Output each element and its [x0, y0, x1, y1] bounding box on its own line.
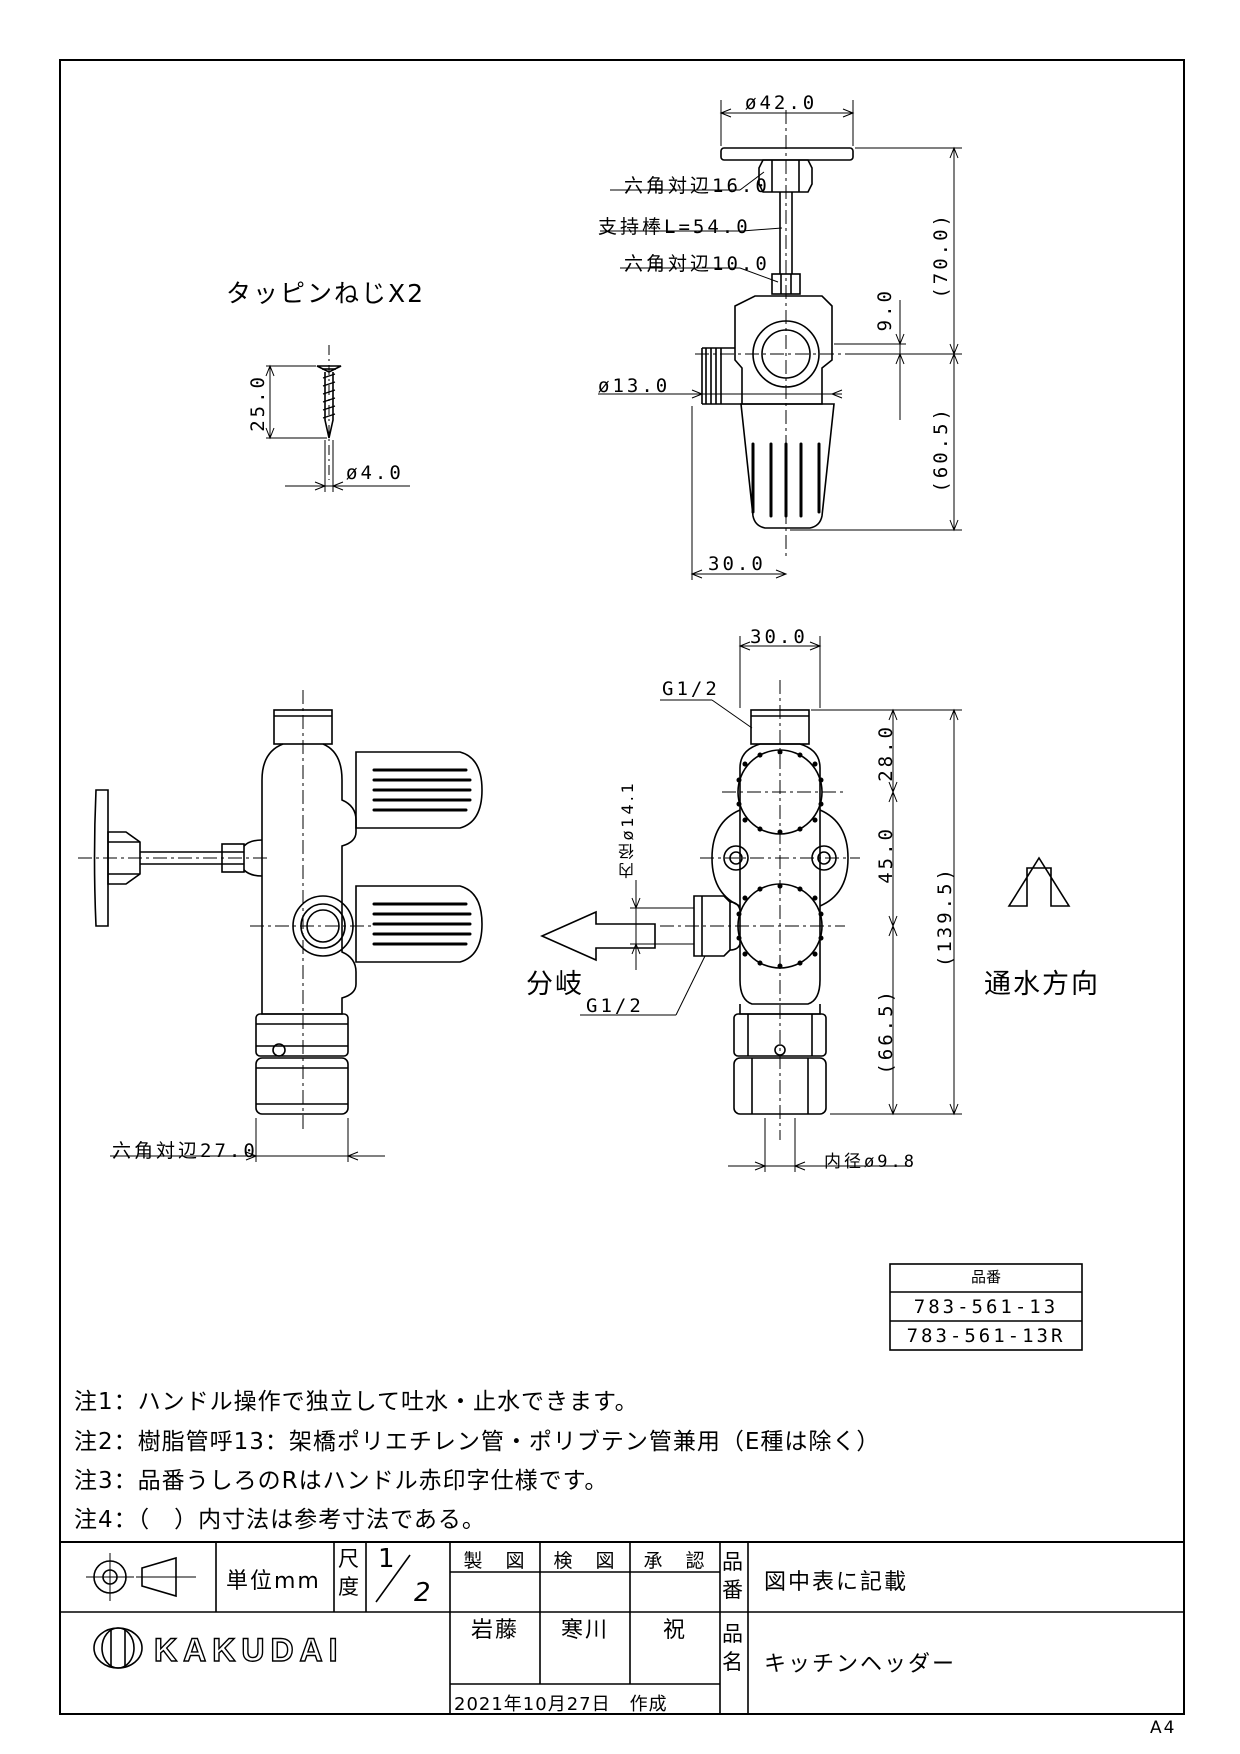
- thread-branch-label: G1/2: [586, 995, 644, 1017]
- part-table-lines: [889, 1263, 1083, 1351]
- scale-label: 尺度: [338, 1547, 361, 1599]
- front-width-dim: 30.0: [750, 626, 808, 648]
- created-date: 2021年10月27日 作成: [454, 1694, 668, 1715]
- hex-16-label: 六角対辺16.0: [624, 175, 770, 197]
- approved-label: 承 認: [643, 1550, 707, 1572]
- drawn-by: 岩藤: [470, 1618, 519, 1643]
- note-2: 注2：樹脂管呼13：架橋ポリエチレン管・ポリブテン管兼用（E種は除く）: [74, 1429, 881, 1455]
- paper-size: A4: [1150, 1718, 1177, 1738]
- title-block-lines: [60, 1541, 1184, 1714]
- front-total-dim: (139.5): [934, 866, 956, 968]
- flange-diameter-dim: ø42.0: [745, 92, 818, 114]
- front-dim-28: 28.0: [875, 724, 897, 782]
- screw-title: タッピンねじX2: [226, 279, 426, 308]
- part-no-value: 図中表に記載: [764, 1570, 909, 1595]
- part-number-1: 783-561-13: [913, 1296, 1059, 1318]
- part-number-2: 783-561-13R: [906, 1325, 1066, 1347]
- note-1: 注1：ハンドル操作で独立して吐水・止水できます。: [74, 1389, 639, 1415]
- drawn-label: 製 図: [463, 1550, 527, 1572]
- top-width-dim: 30.0: [708, 553, 766, 575]
- top-upper-dim: (70.0): [930, 212, 952, 299]
- product-name-label: 品名: [722, 1622, 745, 1674]
- part-no-label: 品番: [722, 1550, 745, 1602]
- flow-direction-label: 通水方向: [984, 969, 1100, 1000]
- note-3: 注3：品番うしろのRはハンドル赤印字仕様です。: [74, 1468, 609, 1494]
- product-name-value: キッチンヘッダー: [764, 1652, 957, 1677]
- note-4: 注4：（ ）内寸法は参考寸法である。: [74, 1507, 486, 1533]
- top-lower-dim: (60.5): [930, 406, 952, 493]
- unit-label: 単位mm: [226, 1569, 321, 1594]
- branch-label: 分岐: [526, 969, 584, 1000]
- thread-top-label: G1/2: [662, 678, 720, 700]
- rod-length-label: 支持棒L=54.0: [598, 216, 751, 238]
- approved-by: 祝: [662, 1618, 687, 1643]
- side-view-drawing: [78, 690, 483, 1162]
- front-dim-66-5: (66.5): [875, 988, 897, 1075]
- pipe-diameter-dim: ø13.0: [598, 375, 671, 397]
- part-table-header: 品番: [970, 1268, 1001, 1286]
- checked-label: 検 図: [553, 1550, 617, 1572]
- kakudai-logo-text: KAKUDAI: [153, 1631, 344, 1668]
- flow-arrow: [1007, 856, 1071, 907]
- front-dim-45: 45.0: [875, 826, 897, 884]
- branch-arrow: [540, 910, 656, 962]
- top-view-drawing: [598, 100, 962, 580]
- checked-by: 寒川: [560, 1618, 609, 1643]
- screw-length-dim: 25.0: [247, 374, 269, 432]
- top-offset-dim: 9.0: [874, 288, 896, 332]
- sheet-border: [59, 59, 1185, 1715]
- hex-27-label: 六角対辺27.0: [112, 1140, 258, 1162]
- screw-diameter-dim: ø4.0: [346, 462, 404, 484]
- scale-numerator: 1: [378, 1544, 395, 1574]
- front-view-drawing: [540, 636, 1071, 1172]
- inner-dia-bottom-dim: 内径ø9.8: [824, 1152, 917, 1172]
- inner-dia-branch-dim: 内径ø14.1: [618, 780, 637, 879]
- scale-denominator: 2: [414, 1578, 431, 1608]
- tapping-screw-drawing: [265, 345, 410, 492]
- hex-10-label: 六角対辺10.0: [624, 253, 770, 275]
